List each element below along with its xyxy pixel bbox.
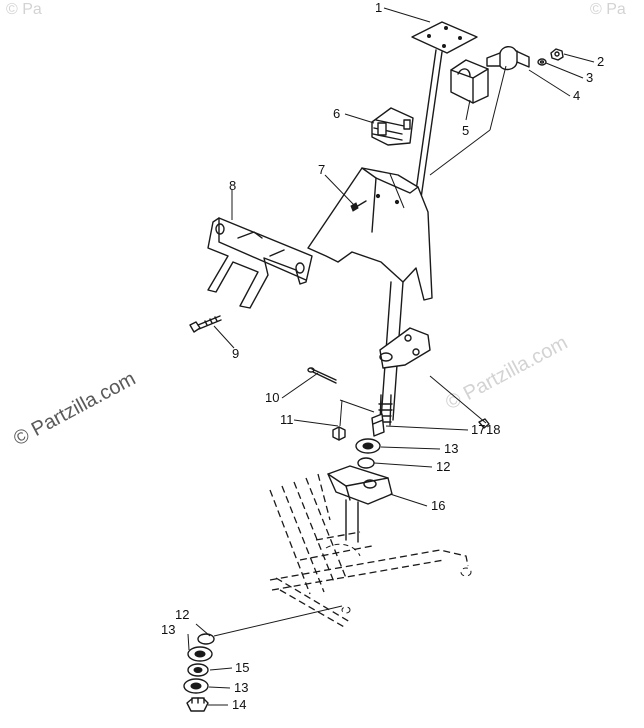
callout-15: 15 — [235, 660, 249, 675]
callout-12-upper: 12 — [436, 459, 450, 474]
callout-7: 7 — [318, 162, 325, 177]
callout-3: 3 — [586, 70, 593, 85]
part-6-bumper — [371, 107, 414, 146]
callout-9: 9 — [232, 346, 239, 361]
callout-18: 18 — [486, 422, 500, 437]
part-12-ring-lower — [197, 633, 215, 645]
callout-14: 14 — [232, 697, 246, 712]
callout-6: 6 — [333, 106, 340, 121]
callout-labels: 1 2 3 4 5 6 7 8 9 10 11 17 18 13 12 16 1… — [161, 0, 604, 712]
part-8-bracket — [207, 217, 313, 309]
callout-13-lower-b: 13 — [234, 680, 248, 695]
callout-8: 8 — [229, 178, 236, 193]
part-5-block — [450, 59, 489, 104]
dashed-ski-assembly — [269, 473, 472, 629]
callout-10: 10 — [265, 390, 279, 405]
part-2-nut — [550, 48, 564, 61]
part-16-steering-arm — [327, 465, 393, 543]
part-13-washer-lower-a — [187, 646, 213, 662]
steering-cover — [307, 167, 433, 301]
part-13-washer-lower-b — [183, 678, 209, 694]
callout-1: 1 — [375, 0, 382, 15]
callout-16: 16 — [431, 498, 445, 513]
callout-5: 5 — [462, 123, 469, 138]
part-14-castle-nut — [186, 697, 209, 712]
part-1-steering-post — [377, 21, 478, 426]
part-9-bolt — [189, 315, 222, 333]
callout-13-upper: 13 — [444, 441, 458, 456]
part-7-screw — [350, 200, 367, 212]
leader-lines — [187, 7, 595, 706]
callout-11: 11 — [280, 412, 294, 427]
watermark-faint-top: © Pa — [6, 1, 42, 18]
watermark-faint-top-right: © Pa — [590, 1, 626, 18]
part-3-washer — [537, 58, 547, 66]
callout-12-lower: 12 — [175, 607, 189, 622]
part-11-nut — [332, 426, 346, 441]
callout-13-lower-a: 13 — [161, 622, 175, 637]
part-15-bushing — [187, 663, 209, 677]
callout-17: 17 — [471, 422, 485, 437]
watermark-main: © Partzilla.com — [10, 368, 139, 451]
part-13-washer-upper — [355, 438, 381, 454]
part-12-ring-upper — [357, 457, 375, 469]
callout-2: 2 — [597, 54, 604, 69]
part-17-spindle — [371, 413, 385, 437]
callout-4: 4 — [573, 88, 580, 103]
part-10-cotter-pin — [307, 367, 337, 384]
part-4-clamp — [486, 46, 530, 71]
